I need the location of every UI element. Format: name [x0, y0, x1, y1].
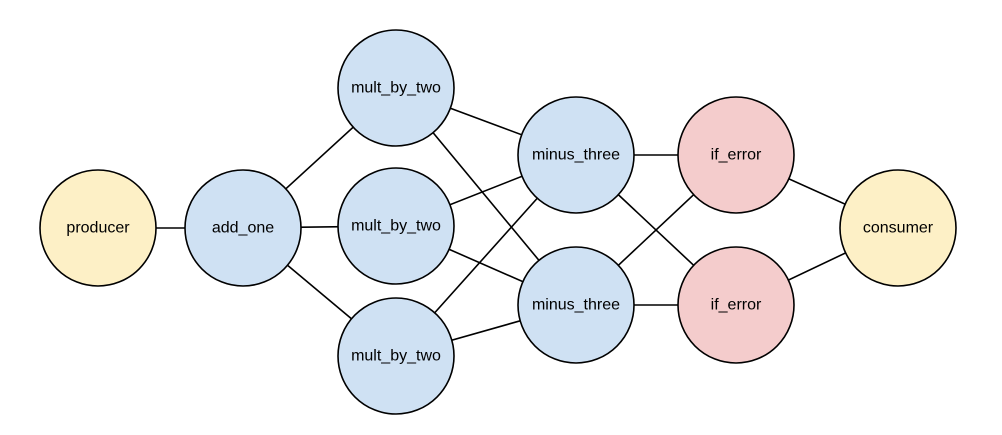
node-circle	[517, 246, 635, 364]
node-consumer: consumer	[839, 169, 957, 287]
node-producer: producer	[39, 169, 157, 287]
node-circle	[677, 246, 795, 364]
node-minus-three-2: minus_three	[517, 246, 635, 364]
node-label: add_one	[212, 220, 274, 237]
node-label: consumer	[863, 220, 934, 237]
node-label: if_error	[711, 297, 762, 314]
node-if-error-1: if_error	[677, 96, 795, 214]
node-circle	[839, 169, 957, 287]
node-circle	[337, 297, 455, 415]
node-circle	[184, 169, 302, 287]
node-mult-by-two-1: mult_by_two	[337, 29, 455, 147]
node-label: minus_three	[532, 147, 620, 164]
node-minus-three-1: minus_three	[517, 96, 635, 214]
node-circle	[677, 96, 795, 214]
node-circle	[337, 29, 455, 147]
node-circle	[337, 167, 455, 285]
node-label: producer	[66, 220, 130, 237]
node-label: if_error	[711, 147, 762, 164]
node-circle	[517, 96, 635, 214]
node-circle	[39, 169, 157, 287]
node-mult-by-two-3: mult_by_two	[337, 297, 455, 415]
node-add-one: add_one	[184, 169, 302, 287]
node-label: mult_by_two	[351, 348, 441, 365]
node-label: minus_three	[532, 297, 620, 314]
node-label: mult_by_two	[351, 218, 441, 235]
node-mult-by-two-2: mult_by_two	[337, 167, 455, 285]
node-label: mult_by_two	[351, 80, 441, 97]
node-if-error-2: if_error	[677, 246, 795, 364]
